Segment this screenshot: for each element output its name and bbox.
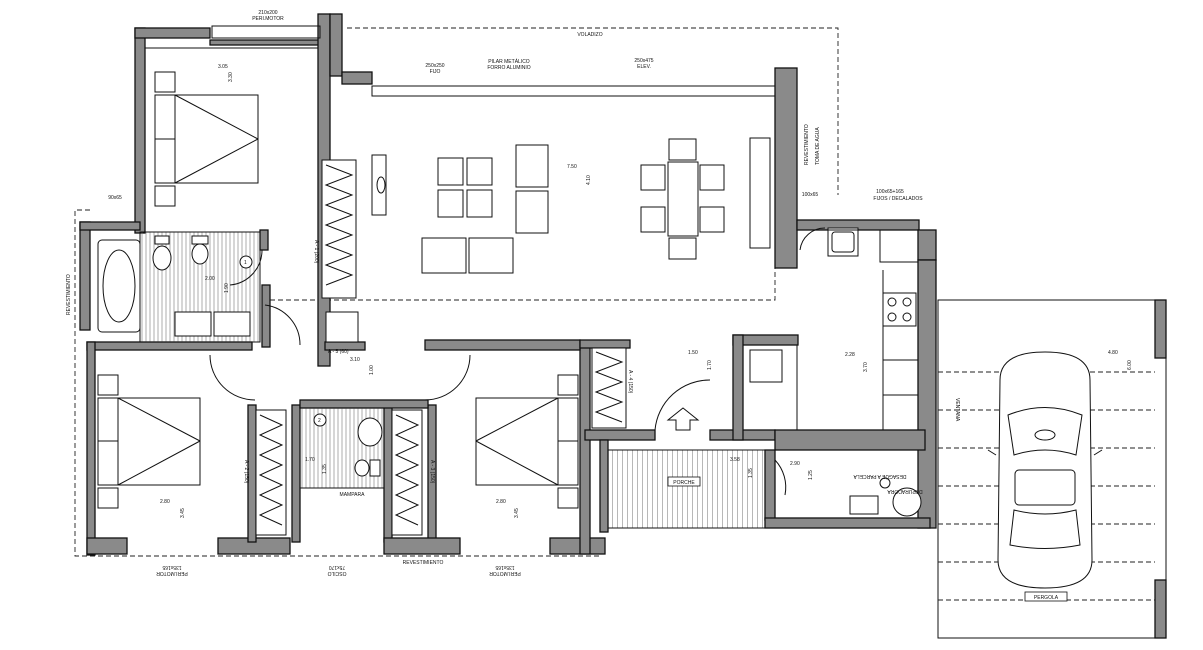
label-bottom-1b: PERI.MOTOR	[156, 570, 188, 576]
bathroom-2	[299, 407, 385, 489]
label-closet-a2: A - 2 (150)	[243, 460, 249, 484]
label-bottom-3: REVESTIMIENTO	[403, 560, 444, 566]
dim-living-h: 4.10	[586, 175, 592, 185]
dim-kitchen-w: 2.28	[845, 352, 855, 358]
dim-hall-h: 1.00	[369, 365, 375, 375]
label-closet-a5: A - 5 (60)	[328, 349, 349, 355]
bedroom-1	[144, 47, 318, 222]
laundry	[774, 459, 922, 517]
closet-a4	[591, 347, 627, 429]
label-elev-dim: 250x475	[634, 58, 653, 64]
label-bottom-2: 75x170	[329, 564, 346, 570]
label-ventana-small: 90x65	[108, 195, 122, 201]
dim-bed3-h: 3.45	[514, 508, 520, 518]
label-bottom-2b: OSCILO	[327, 570, 346, 576]
dim-laundry-h: 1.25	[808, 470, 814, 480]
voladizo-outline	[347, 27, 839, 195]
label-ventana-garaje: VENTANA	[954, 398, 960, 422]
dim-bed2-w: 2.80	[160, 499, 170, 505]
bedroom-3	[264, 304, 579, 536]
label-fijos-dim2: 100x65	[802, 192, 819, 198]
label-perimotor-dim: 210x200	[258, 10, 277, 16]
dim-bath1-h: 1.90	[224, 283, 230, 293]
car-icon	[987, 351, 1103, 589]
bedroom-2	[97, 354, 287, 536]
kitchen	[749, 227, 918, 430]
plan-labels: 210x200 PERI.MOTOR VOLADIZO 250x250 FIJO…	[66, 10, 1133, 602]
bath1-number: 1	[244, 260, 247, 266]
dim-hall-w: 3.10	[350, 357, 360, 363]
label-depuradora: DEPURADORA	[887, 488, 923, 494]
label-fijos-dim: 100x65+165	[876, 189, 904, 195]
label-fijo-dim: 250x250	[425, 63, 444, 69]
dim-bath1-w: 2.00	[205, 276, 215, 282]
bath2-number: 2	[318, 418, 321, 424]
label-bottom-1: 135x165	[162, 564, 181, 570]
revestimiento-left-outline	[74, 209, 600, 557]
dim-bath2-h: 1.35	[322, 464, 328, 474]
dim-entry-h: 1.70	[707, 360, 713, 370]
label-elev: ELEV.	[637, 64, 651, 70]
dim-garage-w: 4.80	[1108, 350, 1118, 356]
label-bottom-4: 135x165	[495, 564, 514, 570]
label-porche: PORCHE	[673, 480, 695, 486]
label-voladizo: VOLADIZO	[577, 32, 602, 38]
dim-porch-h: 1.35	[748, 468, 754, 478]
label-pilar-2: FORRO ALUMINIO	[487, 65, 530, 71]
label-closet-a1: A - 1 (200)	[313, 240, 319, 264]
living-room	[371, 137, 771, 274]
label-desague: DESAGÜE A PARCELA	[853, 473, 907, 480]
closet-a5	[325, 311, 359, 343]
dim-bed2-h: 3.45	[180, 508, 186, 518]
dim-entry-w: 1.50	[688, 350, 698, 356]
dim-bed3-w: 2.80	[496, 499, 506, 505]
dim-bath2-w: 1.70	[305, 457, 315, 463]
perimotor-window	[211, 25, 321, 39]
label-closet-a3: A - 3 (150)	[429, 460, 435, 484]
porch-label-box	[667, 476, 701, 487]
dim-bed1-w: 3.05	[218, 64, 228, 70]
terrace-outline	[270, 265, 776, 301]
dim-living-w: 7.50	[567, 164, 577, 170]
label-revest-right: REVESTIMIENTO	[804, 124, 810, 165]
label-pilar-1: PILAR METÁLICO	[488, 58, 530, 65]
label-toma-agua: TOMA DE AGUA	[815, 127, 821, 165]
dim-bed1-h: 3.30	[228, 72, 234, 82]
label-pergola: PERGOLA	[1034, 595, 1059, 601]
dim-garage-h: 6.00	[1127, 360, 1133, 370]
dim-porch-w: 3.58	[730, 457, 740, 463]
porch-floor	[607, 449, 766, 529]
label-fijo: FIJO	[430, 69, 441, 75]
walls	[79, 13, 937, 556]
label-closet-a4: A - 4 (150)	[627, 370, 633, 394]
dim-laundry-w: 2.90	[790, 461, 800, 467]
bathroom-1	[97, 231, 263, 343]
pergola-label-box	[1024, 591, 1068, 602]
entrance	[654, 379, 711, 431]
dim-kitchen-h: 3.70	[863, 362, 869, 372]
label-mampara: MAMPARA	[340, 492, 366, 498]
label-fijos: FIJOS / DECALADOS	[873, 196, 923, 202]
label-bottom-4b: PERI.MOTOR	[489, 570, 521, 576]
label-revest-left: REVESTIMIENTO	[66, 274, 72, 315]
closet-a1	[321, 159, 357, 299]
label-perimotor: PERI.MOTOR	[252, 16, 284, 22]
top-window	[371, 85, 776, 97]
